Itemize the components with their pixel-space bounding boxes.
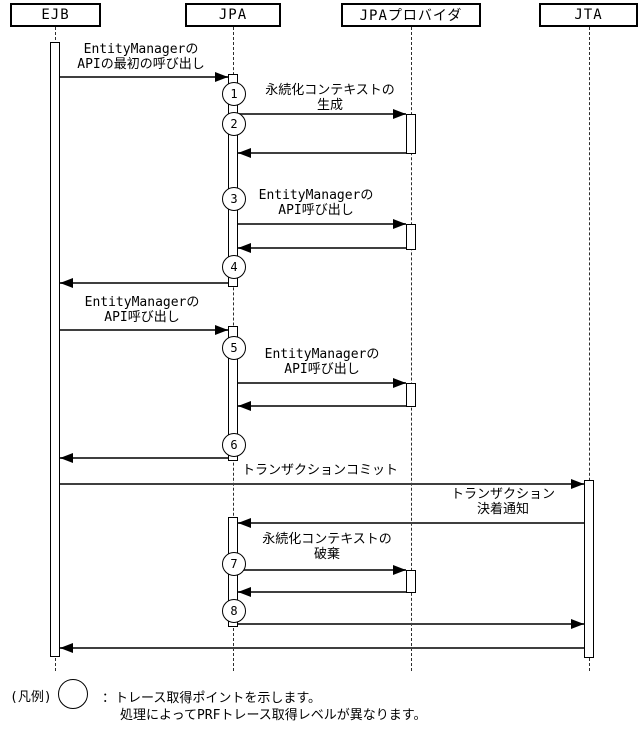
message-label-13: 永続化コンテキストの破棄 bbox=[262, 532, 392, 562]
arrowhead-icon bbox=[215, 72, 228, 82]
trace-point-2: 2 bbox=[222, 112, 246, 136]
arrowhead-icon bbox=[60, 453, 73, 463]
message-label-line: 破棄 bbox=[313, 547, 340, 562]
message-line-4 bbox=[238, 223, 406, 225]
arrowhead-icon bbox=[238, 401, 251, 411]
message-line-12 bbox=[238, 522, 584, 524]
message-label-line: 生成 bbox=[316, 98, 343, 113]
message-label-line: EntityManagerの bbox=[264, 347, 380, 362]
trace-point-6: 6 bbox=[222, 433, 246, 457]
arrowhead-icon bbox=[60, 278, 73, 288]
activation-bar-jpa-provider bbox=[406, 224, 416, 250]
trace-point-8: 8 bbox=[222, 599, 246, 623]
message-line-2 bbox=[238, 113, 406, 115]
legend-text-line2: 処理によってPRFトレース取得レベルが異なります。 bbox=[120, 708, 427, 723]
legend-title: (凡例) bbox=[10, 690, 52, 705]
message-label-12: トランザクション決着通知 bbox=[451, 487, 555, 517]
message-label-11: トランザクションコミット bbox=[242, 463, 398, 478]
arrowhead-icon bbox=[571, 479, 584, 489]
arrowhead-icon bbox=[238, 148, 251, 158]
actor-box-jpa: JPA bbox=[185, 3, 281, 27]
message-line-16 bbox=[60, 647, 584, 649]
message-label-line: 永続化コンテキストの bbox=[265, 83, 395, 98]
arrowhead-icon bbox=[393, 565, 406, 575]
arrowhead-icon bbox=[60, 643, 73, 653]
actor-box-jta: JTA bbox=[539, 3, 638, 27]
message-line-5 bbox=[238, 247, 406, 249]
message-label-line: EntityManagerの bbox=[83, 42, 199, 57]
activation-bar-jpa-provider bbox=[406, 114, 416, 154]
message-label-line: トランザクション bbox=[450, 487, 556, 502]
legend-circle-icon bbox=[58, 679, 88, 709]
arrowhead-icon bbox=[238, 243, 251, 253]
message-line-15 bbox=[238, 623, 584, 625]
message-line-14 bbox=[238, 591, 406, 593]
message-label-line: 永続化コンテキストの bbox=[262, 532, 392, 547]
arrowhead-icon bbox=[238, 587, 251, 597]
message-label-2: 永続化コンテキストの生成 bbox=[265, 83, 395, 113]
trace-point-3: 3 bbox=[222, 187, 246, 211]
message-label-line: トランザクションコミット bbox=[241, 463, 399, 478]
message-line-1 bbox=[60, 76, 228, 78]
arrowhead-icon bbox=[393, 109, 406, 119]
activation-bar-jpa bbox=[228, 74, 238, 287]
message-line-9 bbox=[238, 405, 406, 407]
activation-bar-ejb bbox=[50, 42, 60, 657]
message-line-6 bbox=[60, 282, 228, 284]
message-label-line: 決着通知 bbox=[476, 502, 530, 517]
message-label-line: API呼び出し bbox=[284, 362, 360, 377]
message-label-line: APIの最初の呼び出し bbox=[77, 57, 205, 72]
message-label-line: API呼び出し bbox=[278, 203, 354, 218]
message-label-line: EntityManagerの bbox=[84, 295, 200, 310]
actor-box-jpa-provider: JPAプロバイダ bbox=[341, 3, 481, 27]
activation-bar-jta bbox=[584, 480, 594, 658]
message-line-8 bbox=[238, 382, 406, 384]
message-label-line: API呼び出し bbox=[104, 310, 180, 325]
message-line-10 bbox=[60, 457, 228, 459]
lifeline-jpa-provider bbox=[411, 27, 412, 671]
trace-point-1: 1 bbox=[222, 82, 246, 106]
message-label-line: EntityManagerの bbox=[258, 188, 374, 203]
arrowhead-icon bbox=[238, 518, 251, 528]
activation-bar-jpa-provider bbox=[406, 570, 416, 593]
lifeline-jta bbox=[589, 27, 590, 671]
legend-text-line1: ：トレース取得ポイントを示します。 bbox=[102, 691, 322, 706]
trace-point-7: 7 bbox=[222, 552, 246, 576]
activation-bar-jpa-provider bbox=[406, 383, 416, 407]
message-line-3 bbox=[238, 152, 406, 154]
actor-box-ejb: EJB bbox=[10, 3, 101, 27]
message-line-11 bbox=[60, 483, 584, 485]
trace-point-4: 4 bbox=[222, 255, 246, 279]
message-line-7 bbox=[60, 329, 228, 331]
arrowhead-icon bbox=[393, 378, 406, 388]
arrowhead-icon bbox=[393, 219, 406, 229]
arrowhead-icon bbox=[571, 619, 584, 629]
trace-point-5: 5 bbox=[222, 336, 246, 360]
message-line-13 bbox=[238, 569, 406, 571]
arrowhead-icon bbox=[215, 325, 228, 335]
activation-bar-jpa bbox=[228, 326, 238, 461]
